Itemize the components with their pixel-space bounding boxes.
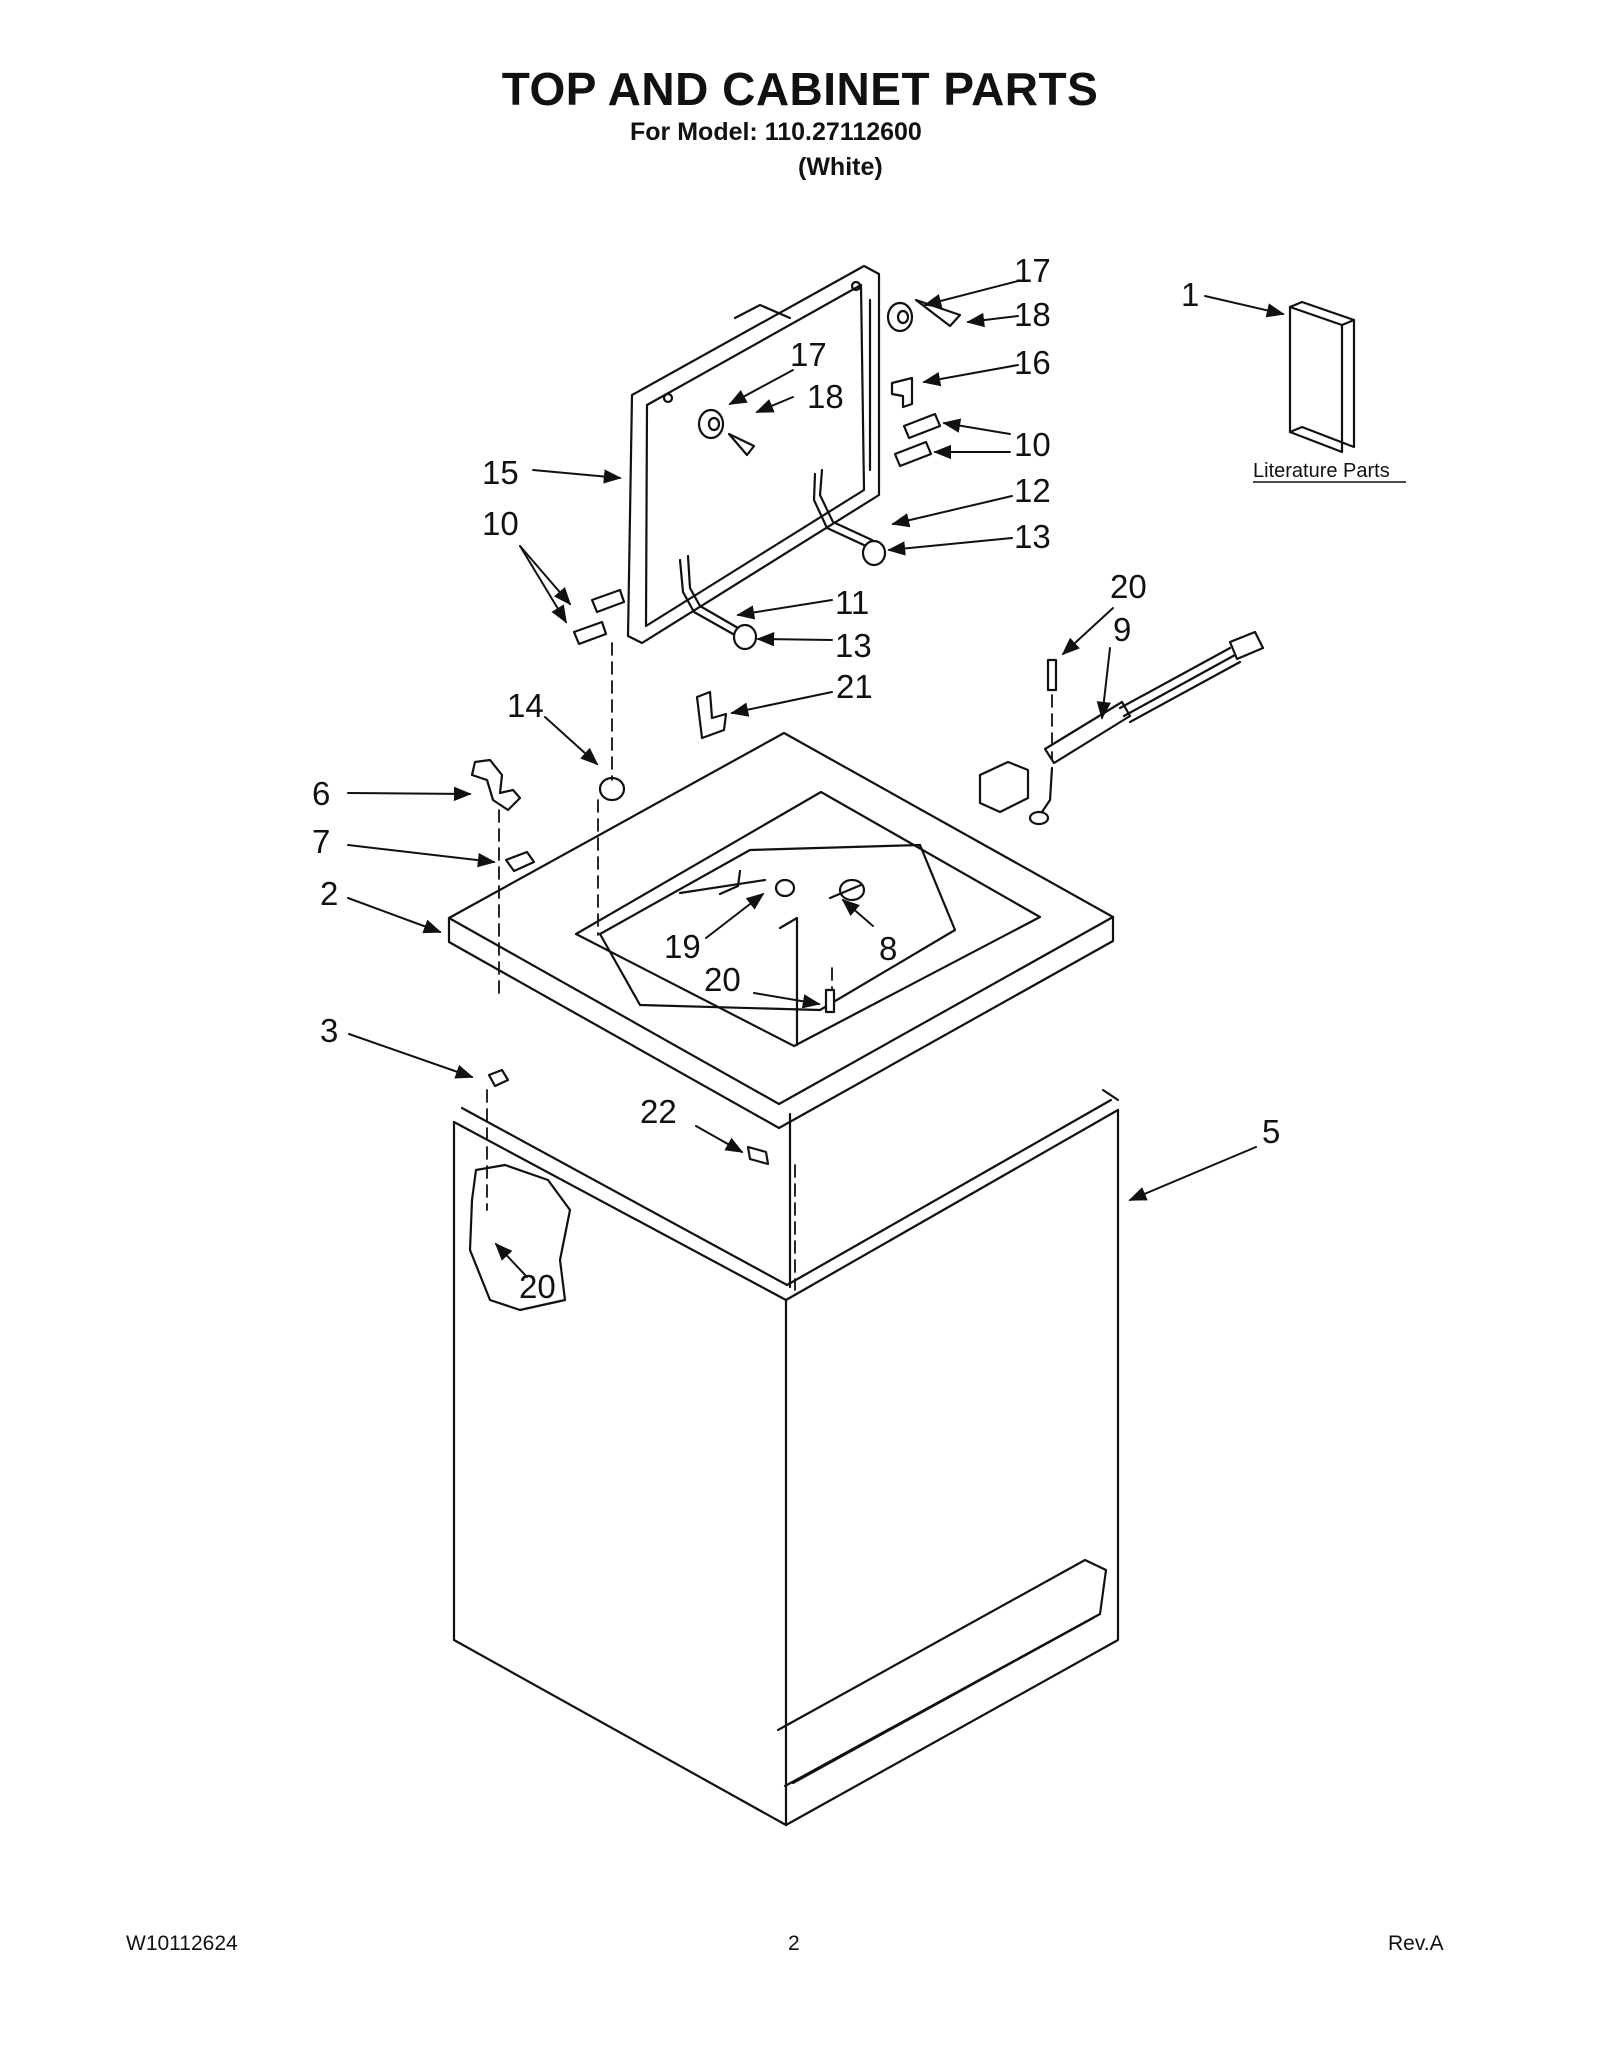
callout-10-right: 10	[1014, 426, 1051, 463]
document-number: W10112624	[126, 1932, 238, 1955]
callout-20-cabinet: 20	[519, 1268, 556, 1305]
callout-15: 15	[482, 454, 519, 491]
callout-22: 22	[640, 1093, 677, 1130]
top-panel	[447, 731, 1115, 1130]
callout-1: 1	[1181, 276, 1199, 313]
model-color: (White)	[798, 153, 883, 181]
callout-2: 2	[320, 875, 338, 912]
page-number: 2	[788, 1932, 800, 1955]
callout-19: 19	[664, 928, 701, 965]
callout-10-left: 10	[482, 505, 519, 542]
literature-booklet	[1288, 300, 1356, 454]
lid-switch-harness	[978, 630, 1265, 826]
literature-parts-label: Literature Parts	[1253, 460, 1390, 482]
small-clips	[470, 690, 728, 1088]
alignment-lines	[486, 642, 1053, 1291]
bumper-parts	[697, 298, 962, 651]
hinge-rods	[678, 468, 874, 636]
callout-20-switch: 20	[1110, 568, 1147, 605]
callout-18-upper: 18	[1014, 296, 1051, 333]
hinge-screws	[572, 376, 942, 646]
callout-11: 11	[835, 584, 869, 621]
callout-20-top: 20	[704, 961, 741, 998]
model-number: For Model: 110.27112600	[630, 118, 922, 146]
page-title: TOP AND CABINET PARTS	[501, 63, 1099, 115]
callout-13-lower: 13	[835, 627, 872, 664]
callout-18-lower: 18	[807, 378, 844, 415]
callout-12: 12	[1014, 472, 1051, 509]
callout-6: 6	[312, 775, 330, 812]
callout-7: 7	[312, 823, 330, 860]
callout-14: 14	[507, 687, 544, 724]
callout-leaders	[347, 280, 1285, 1278]
callout-17-lower: 17	[790, 336, 827, 373]
revision-label: Rev.A	[1388, 1932, 1444, 1955]
callout-8: 8	[879, 930, 897, 967]
cabinet	[452, 1088, 1120, 1827]
callout-numbers: 1 2 3 5 6 7 8 9 10 10 11 12 13 13 14 15 …	[312, 252, 1406, 1305]
callout-9: 9	[1113, 611, 1131, 648]
callout-21: 21	[836, 668, 873, 705]
lid-frame	[626, 264, 881, 645]
callout-16: 16	[1014, 344, 1051, 381]
callout-13-upper: 13	[1014, 518, 1051, 555]
callout-17-upper: 17	[1014, 252, 1051, 289]
callout-5: 5	[1262, 1113, 1280, 1150]
callout-3: 3	[320, 1012, 338, 1049]
